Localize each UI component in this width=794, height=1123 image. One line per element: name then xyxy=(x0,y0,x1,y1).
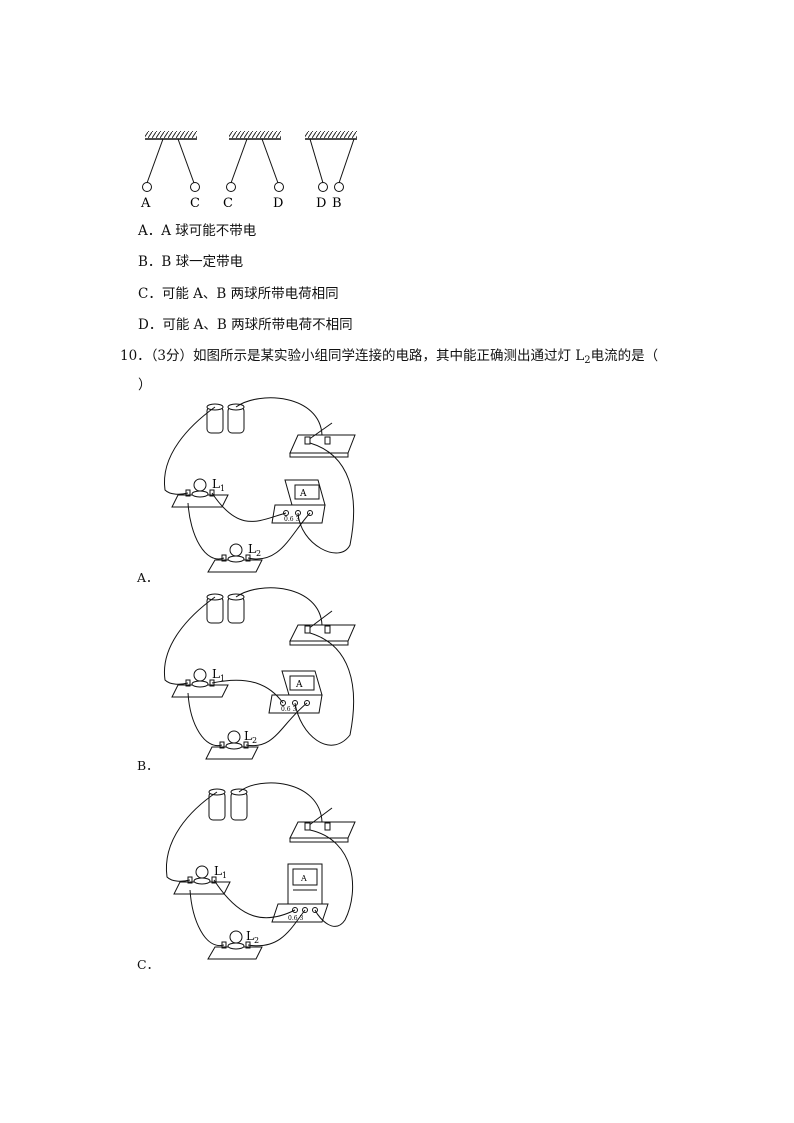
support-3 xyxy=(305,131,357,192)
terminal-labels: 0.6 3 xyxy=(288,915,303,922)
ball-c xyxy=(226,182,236,192)
lamp-2-subscript: 2 xyxy=(254,936,259,945)
option-letter: B． xyxy=(138,254,162,270)
lamp-2-label: L xyxy=(246,929,254,943)
option-text: 可能 A、B 两球所带电荷相同 xyxy=(161,286,339,302)
option-text: 可能 A、B 两球所带电荷不相同 xyxy=(162,317,353,333)
support-2 xyxy=(226,131,284,192)
question-text-end: 电流的是（ xyxy=(590,348,659,364)
lamp-1-subscript: 1 xyxy=(220,674,225,683)
ball-a xyxy=(142,182,152,192)
circuit-diagram-a[interactable]: A 0.6 3 L 1 L 2 xyxy=(150,395,370,585)
lamp-1-subscript: 1 xyxy=(220,484,225,493)
ammeter-label: A xyxy=(300,874,307,883)
ball-label: D xyxy=(316,196,326,211)
circuit-option-a[interactable]: A． xyxy=(137,570,159,585)
q9-option-c[interactable]: C．可能 A、B 两球所带电荷相同 xyxy=(138,282,339,302)
q9-option-a[interactable]: A．A 球可能不带电 xyxy=(138,219,256,239)
circuit-option-b[interactable]: B． xyxy=(137,758,159,773)
lamp-2-subscript: 2 xyxy=(256,549,261,558)
terminal-labels: 0.6 3 xyxy=(284,516,299,523)
ball-b xyxy=(334,182,344,192)
ball-label: B xyxy=(332,196,342,211)
q10-close-paren: ） xyxy=(138,377,152,393)
subscript: 2 xyxy=(584,355,591,366)
ball-d xyxy=(318,182,328,192)
option-text: A 球可能不带电 xyxy=(161,223,257,239)
ball-d xyxy=(274,182,284,192)
q9-option-d[interactable]: D．可能 A、B 两球所带电荷不相同 xyxy=(138,313,353,333)
lamp-2-label: L xyxy=(248,542,256,556)
lamp-2-subscript: 2 xyxy=(252,736,257,745)
lamp-1-label: L xyxy=(212,667,220,681)
ammeter-label: A xyxy=(295,680,303,690)
lamp-1-label: L xyxy=(214,864,222,878)
option-letter: D． xyxy=(138,317,163,333)
ball-label: C xyxy=(190,196,200,211)
question-text: 如图所示是某实验小组同学连接的电路，其中能正确测出通过灯 L xyxy=(193,348,585,364)
ball-label: D xyxy=(273,196,283,211)
support-1 xyxy=(142,131,200,192)
pendulum-figure: A C C D D B xyxy=(140,131,357,211)
question-number: 10． xyxy=(120,348,151,364)
lamp-2-label: L xyxy=(244,729,252,743)
lamp-1-subscript: 1 xyxy=(222,871,227,880)
terminal-labels: 0.6 3 xyxy=(281,706,296,713)
circuit-diagram-b[interactable]: A 0.6 3 L 1 L 2 xyxy=(150,585,370,770)
option-letter: A． xyxy=(138,223,162,239)
option-text: B 球一定带电 xyxy=(161,254,244,270)
q9-option-b[interactable]: B．B 球一定带电 xyxy=(138,250,243,270)
circuit-diagram-c[interactable]: A 0.6 3 L 1 L 2 xyxy=(150,780,370,970)
ball-label: A xyxy=(140,196,151,211)
question-score: （3分） xyxy=(150,348,194,364)
ball-label: C xyxy=(223,196,233,211)
ball-c xyxy=(190,182,200,192)
lamp-1-label: L xyxy=(212,477,220,491)
q10-stem: 10．（3分）如图所示是某实验小组同学连接的电路，其中能正确测出通过灯 L2电流… xyxy=(120,344,658,366)
circuit-option-c[interactable]: C． xyxy=(137,957,160,972)
ammeter-label: A xyxy=(299,489,307,499)
option-letter: C． xyxy=(138,286,162,302)
